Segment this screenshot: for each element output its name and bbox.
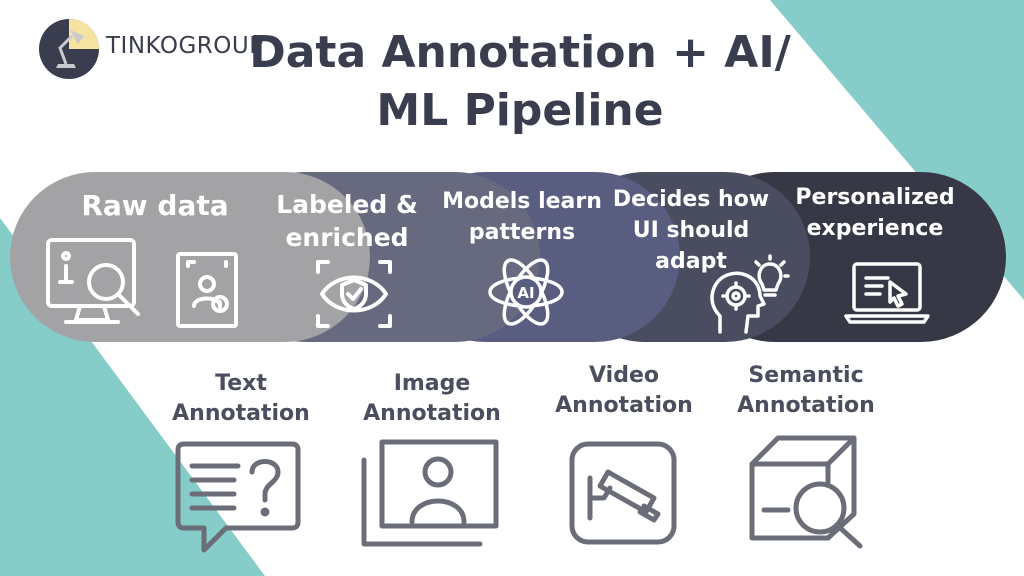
stage-4-line-1: Decides how	[612, 187, 770, 212]
stage-5-label: Personalized experience	[782, 182, 968, 244]
annotation-3-line-2: Annotation	[555, 393, 693, 418]
stage-2-line-2: enriched	[285, 223, 409, 252]
monitor-search-icon	[46, 238, 140, 324]
stage-1-line-1: Raw data	[81, 189, 229, 222]
page-title: Data Annotation + AI/ ML Pipeline	[240, 24, 800, 140]
annotation-4-line-2: Annotation	[737, 393, 875, 418]
annotation-1-line-1: Text	[215, 371, 267, 396]
image-person-frame-icon	[361, 439, 499, 547]
annotation-1-line-2: Annotation	[172, 401, 310, 426]
annotation-4-label: Semantic Annotation	[716, 361, 896, 421]
annotation-3-label: Video Annotation	[534, 361, 714, 421]
security-camera-icon	[569, 441, 677, 545]
box-magnifier-icon	[749, 435, 863, 549]
id-document-icon	[176, 252, 238, 328]
title-line-2: ML Pipeline	[376, 85, 664, 136]
svg-text:AI: AI	[517, 284, 534, 302]
stage-1-label: Raw data	[60, 190, 250, 221]
eye-shield-icon	[316, 260, 392, 328]
stage-3-line-1: Models learn	[442, 189, 602, 214]
laptop-cursor-icon	[844, 262, 930, 324]
desk-lamp-icon	[39, 19, 99, 79]
annotation-3-line-1: Video	[589, 363, 659, 388]
stage-4-line-3: adapt	[655, 249, 727, 274]
ai-atom-icon: AI	[488, 258, 564, 326]
stage-5-line-2: experience	[806, 216, 944, 241]
stage-4-line-2: UI should	[632, 218, 750, 243]
stage-2-line-1: Labeled &	[276, 190, 418, 219]
annotation-4-line-1: Semantic	[748, 363, 864, 388]
title-line-1: Data Annotation + AI/	[249, 27, 791, 78]
stage-5-line-1: Personalized	[795, 185, 955, 210]
stage-3-line-2: patterns	[468, 220, 576, 245]
annotation-1-label: Text Annotation	[151, 369, 331, 429]
annotation-2-line-2: Annotation	[363, 401, 501, 426]
head-gear-lightbulb-icon	[710, 254, 790, 334]
annotation-2-label: Image Annotation	[342, 369, 522, 429]
brand-logo	[38, 18, 268, 88]
text-question-bubble-icon	[175, 441, 301, 553]
brand-name: TINKOGROUP	[106, 33, 264, 59]
stage-3-label: Models learn patterns	[436, 186, 608, 248]
stage-4-label: Decides how UI should adapt	[606, 184, 776, 277]
stage-2-label: Labeled & enriched	[262, 188, 432, 254]
annotation-2-line-1: Image	[393, 371, 471, 396]
